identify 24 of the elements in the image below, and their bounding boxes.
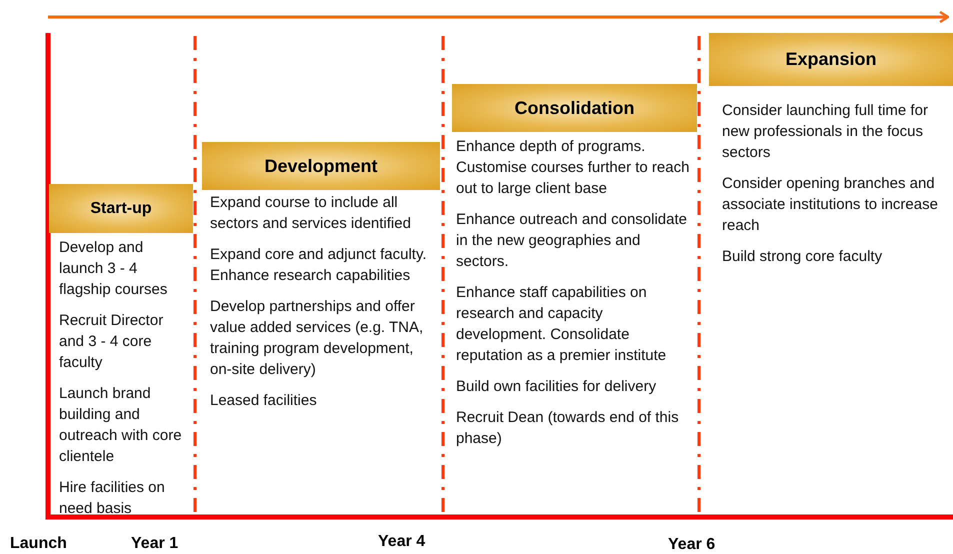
timeline-label: Year 1	[131, 535, 178, 553]
phase-activity: Recruit Director and 3 - 4 core faculty	[59, 311, 164, 373]
phase-activity: Hire facilities on need basis	[59, 478, 166, 519]
phase-activity: Leased facilities	[210, 391, 318, 411]
timeline-label: Year 4	[378, 533, 426, 551]
phase-activity: Expand core and adjunct faculty. Enhance research capabilities	[210, 245, 428, 286]
timeline-label: Launch	[10, 535, 67, 553]
phase-activity: Enhance depth of programs. Customise courses further to reach out to large client base	[456, 137, 690, 199]
phase-activity: Launch brand building and outreach with core clientele	[59, 384, 183, 467]
phase-activity: Build own facilities for delivery	[456, 377, 658, 397]
phase-activity: Develop and launch 3 - 4 flagship courses	[59, 238, 168, 300]
phase-activity: Recruit Dean (towards end of this phase)	[456, 408, 680, 449]
phase-header: Consolidation	[452, 84, 697, 132]
phase-activity: Enhance staff capabilities on research and capacity development. Consolidate reputation as a premier institute	[456, 283, 668, 366]
phase-activity: Develop partnerships and offer value added services (e.g. TNA, training program development, on-site delivery)	[210, 297, 424, 380]
phase-header: Expansion	[709, 33, 953, 86]
phase-header: Development	[202, 142, 440, 190]
timeline-label: Year 6	[668, 536, 716, 554]
phase-activity: Consider launching full time for new professionals in the focus sectors	[722, 101, 929, 163]
phase-activity: Build strong core faculty	[722, 247, 884, 267]
phase-activity: Enhance outreach and consolidate in the new geographies and sectors.	[456, 210, 688, 272]
phase-activity: Consider opening branches and associate institutions to increase reach	[722, 174, 939, 236]
phase-activity: Expand course to include all sectors and services identified	[210, 193, 412, 234]
phase-header: Start-up	[49, 184, 193, 233]
